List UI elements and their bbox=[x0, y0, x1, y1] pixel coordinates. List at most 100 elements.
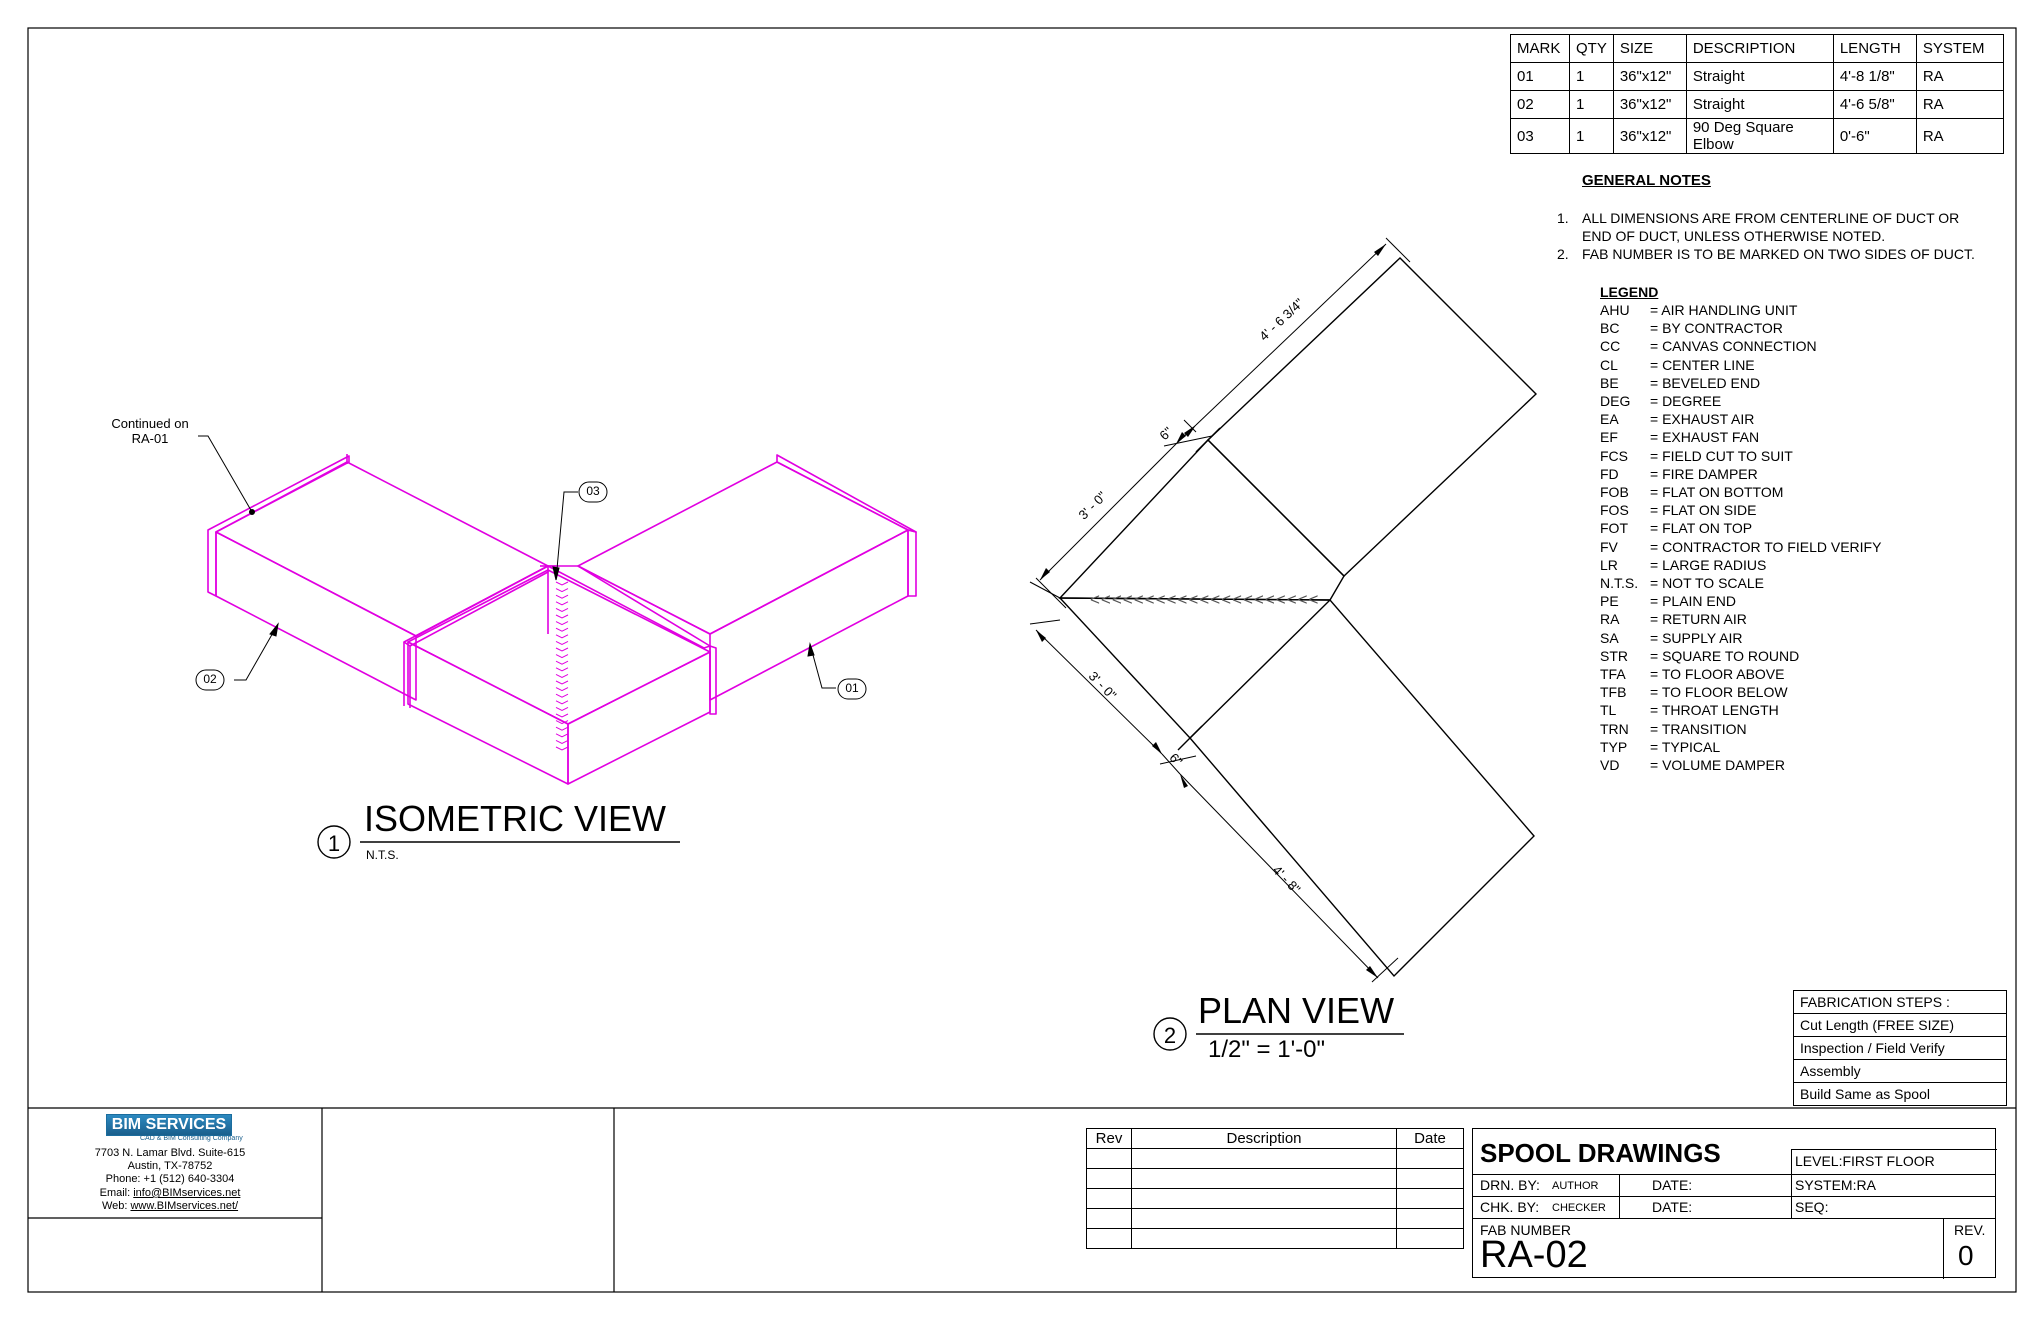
note-text: ALL DIMENSIONS ARE FROM CENTERLINE OF DU… bbox=[1582, 210, 1960, 226]
legend-item: FOB= FLAT ON BOTTOM bbox=[1600, 484, 1783, 500]
fab-steps-title: FABRICATION STEPS : bbox=[1793, 990, 2007, 1014]
legend-title: LEGEND bbox=[1600, 284, 1659, 300]
revision-row bbox=[1086, 1148, 1464, 1169]
drawing-title: SPOOL DRAWINGS bbox=[1480, 1138, 1721, 1168]
legend-meaning: = EXHAUST FAN bbox=[1650, 429, 1760, 446]
revision-row bbox=[1086, 1168, 1464, 1189]
legend-abbr: FV bbox=[1600, 538, 1618, 555]
isometric-duct bbox=[207, 454, 917, 785]
title-block bbox=[1472, 1128, 1997, 1279]
weld-mark bbox=[555, 667, 569, 672]
legend-item: FCS = FIELD CUT TO SUIT bbox=[1600, 448, 1793, 464]
iso-tag-bubbles bbox=[195, 481, 867, 700]
legend-abbr: CL bbox=[1600, 356, 1618, 373]
legend-meaning: = TO FLOOR ABOVE bbox=[1650, 666, 1785, 682]
bom-cell: 90 Deg Square Elbow bbox=[1685, 118, 1834, 154]
legend-meaning: = BY CONTRACTOR bbox=[1650, 320, 1783, 337]
legend-meaning: = SUPPLY AIR bbox=[1650, 629, 1743, 646]
legend-item: FD= FIRE DAMPER bbox=[1600, 466, 1758, 482]
sheet-frame bbox=[27, 27, 2017, 1293]
legend-item: EF = EXHAUST FAN bbox=[1600, 429, 1759, 445]
legend-meaning: = TYPICAL bbox=[1650, 738, 1721, 755]
legend-abbr: FOS bbox=[1600, 502, 1629, 519]
revision-row bbox=[1086, 1188, 1464, 1209]
drawn-by-value: AUTHOR bbox=[1552, 1180, 1599, 1192]
legend-abbr: FCS bbox=[1600, 447, 1628, 464]
legend-item: DEG= DEGREE bbox=[1600, 393, 1721, 409]
legend-abbr: EF bbox=[1600, 429, 1618, 446]
legend-abbr: EA bbox=[1600, 411, 1619, 428]
legend-meaning: = LARGE RADIUS bbox=[1650, 556, 1767, 573]
weld-mark bbox=[555, 706, 569, 711]
legend-abbr: CC bbox=[1600, 338, 1621, 355]
plan-flow-arrows: <<<<<<<<<<<<<<<<<<<<< bbox=[1090, 590, 1320, 609]
bom-cell: 36"x12" bbox=[1612, 118, 1687, 154]
tag-02: 02 bbox=[203, 672, 217, 686]
bom-cell: RA bbox=[1915, 118, 2004, 154]
legend-abbr: AHU bbox=[1600, 302, 1630, 318]
legend-item: PE= PLAIN END bbox=[1600, 593, 1736, 609]
legend-meaning: = FIRE DAMPER bbox=[1650, 465, 1758, 482]
legend-abbr: TRN bbox=[1600, 720, 1629, 737]
note-number: 1. bbox=[1557, 210, 1569, 226]
rev-col-date: Date bbox=[1396, 1128, 1464, 1149]
weld-mark bbox=[555, 621, 569, 626]
legend-meaning: = FIELD CUT TO SUIT bbox=[1650, 447, 1793, 464]
weld-mark bbox=[555, 660, 569, 665]
legend-item: FOS = FLAT ON SIDE bbox=[1600, 502, 1756, 518]
tag-03: 03 bbox=[586, 484, 600, 498]
legend-abbr: N.T.S. bbox=[1600, 575, 1639, 591]
bom-cell: 0'-6" bbox=[1832, 118, 1917, 154]
continued-note-line: RA-01 bbox=[131, 431, 169, 446]
dim-label: 3' - 0" bbox=[1075, 488, 1110, 523]
weld-mark bbox=[555, 733, 569, 738]
weld-mark bbox=[555, 634, 569, 639]
rev-value: 0 bbox=[1958, 1240, 1974, 1271]
plan-view-number: 2 bbox=[1163, 1023, 1177, 1048]
dim-label: 4' - 8" bbox=[1269, 862, 1304, 897]
bom-cell: 1 bbox=[1569, 118, 1614, 154]
weld-mark bbox=[555, 607, 569, 612]
dim-label: 3' - 0" bbox=[1085, 668, 1120, 703]
legend-meaning: = TRANSITION bbox=[1650, 720, 1747, 737]
legend-abbr: TFA bbox=[1600, 666, 1626, 682]
weld-mark bbox=[555, 594, 569, 599]
bom-cell: 02 bbox=[1510, 90, 1570, 119]
legend-item: N.T.S. = NOT TO SCALE bbox=[1600, 575, 1764, 591]
legend-item: TL= THROAT LENGTH bbox=[1600, 702, 1779, 718]
legend-abbr: STR bbox=[1600, 647, 1628, 664]
legend-abbr: RA bbox=[1600, 611, 1620, 628]
company-web: Web: www.BIMservices.net/ bbox=[30, 1200, 310, 1212]
fab-step: Inspection / Field Verify bbox=[1793, 1036, 2007, 1060]
bom-col-mark: MARK bbox=[1510, 34, 1570, 63]
weld-mark bbox=[555, 654, 569, 659]
fab-step: Build Same as Spool bbox=[1793, 1082, 2007, 1106]
bom-row: 03 1 36"x12" 90 Deg Square Elbow 0'-6" R… bbox=[1510, 118, 2004, 154]
rev-label: REV. bbox=[1954, 1222, 1986, 1238]
email-link[interactable]: info@BIMservices.net bbox=[133, 1187, 241, 1199]
plan-dimension-arrows bbox=[1036, 244, 1386, 978]
plan-duct-outline bbox=[1058, 257, 1538, 978]
legend-abbr: BC bbox=[1600, 320, 1620, 337]
rev-col-description: Description bbox=[1131, 1128, 1397, 1149]
weld-mark bbox=[555, 700, 569, 705]
date-label: DATE: bbox=[1652, 1177, 1693, 1193]
legend-abbr: SA bbox=[1600, 629, 1619, 646]
note-text: FAB NUMBER IS TO BE MARKED ON TWO SIDES … bbox=[1582, 246, 1975, 262]
legend-meaning: = DEGREE bbox=[1650, 393, 1722, 409]
view-title-lines bbox=[317, 825, 1404, 1051]
revision-table: Rev Description Date bbox=[1086, 1128, 1464, 1249]
web-link[interactable]: www.BIMservices.net/ bbox=[130, 1200, 239, 1212]
bom-cell: 36"x12" bbox=[1612, 62, 1687, 91]
tag-01: 01 bbox=[845, 681, 859, 695]
plan-view-title: PLAN VIEW bbox=[1198, 990, 1395, 1031]
dim-label: 6" bbox=[1156, 423, 1176, 444]
legend-meaning: = FLAT ON TOP bbox=[1650, 520, 1753, 537]
iso-view-scale: N.T.S. bbox=[366, 848, 399, 862]
weld-mark bbox=[555, 614, 569, 619]
legend-meaning: = TO FLOOR BELOW bbox=[1650, 684, 1788, 701]
legend-meaning: = FLAT ON SIDE bbox=[1650, 502, 1757, 519]
legend-meaning: = PLAIN END bbox=[1650, 593, 1736, 610]
legend-meaning: = NOT TO SCALE bbox=[1650, 575, 1764, 591]
